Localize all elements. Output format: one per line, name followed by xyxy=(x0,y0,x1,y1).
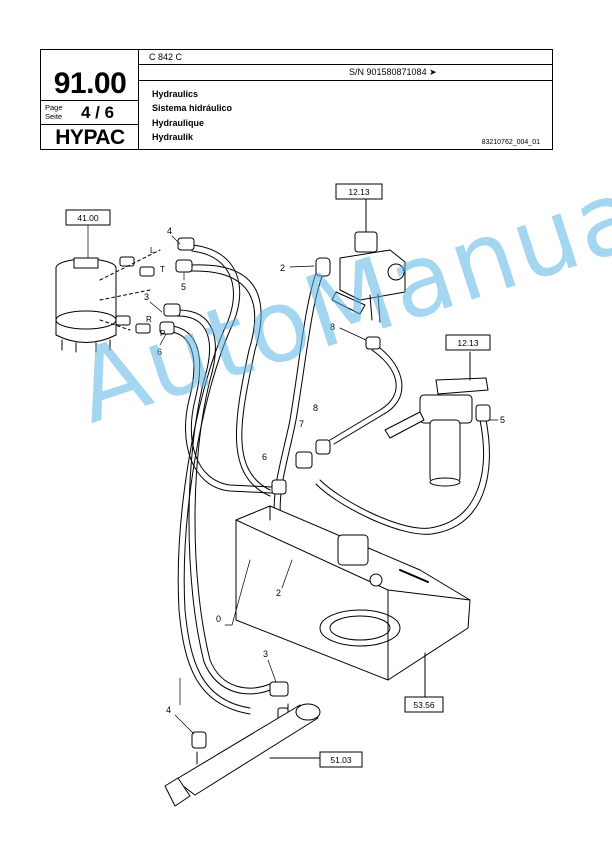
title-fr: Hydraulique xyxy=(152,117,205,128)
callout-4-top: 4 xyxy=(167,226,172,236)
port-label-t: T xyxy=(160,265,165,274)
hoses xyxy=(171,244,490,715)
section-titles: Hydraulics Sistema hidráulico Hydrauliqu… xyxy=(152,87,232,144)
section-number: 91.00 xyxy=(53,67,127,100)
serial-row: S/N 901580871084 ➤ xyxy=(139,65,552,81)
title-es: Sistema hidráulico xyxy=(152,103,233,114)
ref-steering-text: 41.00 xyxy=(77,213,99,223)
ref-cylinder-text: 51.03 xyxy=(330,755,352,765)
callout-7: 7 xyxy=(299,419,304,429)
title-en: Hydraulics xyxy=(152,89,199,99)
ref-tank-text: 53.56 xyxy=(413,700,435,710)
hydraulic-tank xyxy=(235,505,471,701)
section-panel: 91.00 Page Seite 4 / 6 HYPAC xyxy=(41,50,139,149)
page-indicator: Page Seite 4 / 6 xyxy=(41,100,139,125)
page-number: 4 / 6 xyxy=(81,103,115,122)
callout-6-top: 6 xyxy=(157,347,162,357)
control-valve xyxy=(331,197,406,323)
ref-box-tank: 53.56 xyxy=(404,696,444,713)
steering-unit xyxy=(55,249,161,353)
callout-8-a: 8 xyxy=(330,322,335,332)
ref-box-cylinder: 51.03 xyxy=(319,751,363,768)
callout-4-b: 4 xyxy=(166,705,171,715)
reference-boxes: 41.00 12.13 12.13 53.56 51.03 xyxy=(65,183,491,768)
callout-3-top: 3 xyxy=(144,292,149,302)
callout-8-b: 8 xyxy=(313,403,318,413)
ref-control-valve-text: 12.13 xyxy=(348,187,370,197)
steering-cylinder xyxy=(164,703,321,807)
page-label-en: Page xyxy=(45,103,63,112)
callout-2-top: 2 xyxy=(280,263,285,273)
port-labels: L T R P xyxy=(146,246,165,338)
serial-number: S/N 901580871084 ➤ xyxy=(349,67,437,77)
port-label-l: L xyxy=(150,246,155,255)
fittings xyxy=(115,237,491,749)
ref-box-steering: 41.00 xyxy=(65,209,111,226)
callout-2-b: 2 xyxy=(276,588,281,598)
title-de: Hydraulik xyxy=(152,131,194,142)
model-name: C 842 C xyxy=(149,52,183,62)
callout-5-top: 5 xyxy=(181,282,186,292)
callout-0: 0 xyxy=(216,614,221,624)
callout-5-b: 5 xyxy=(500,415,505,425)
drawing-number: 83210762_004_01 xyxy=(481,139,540,146)
port-label-r: R xyxy=(146,315,152,324)
brand-logo: HYPAC xyxy=(55,126,125,149)
leader-lines xyxy=(87,224,499,735)
callouts: 4 5 3 6 2 8 8 7 6 5 2 0 3 4 xyxy=(144,226,505,715)
port-label-p: P xyxy=(160,329,165,338)
model-row: C 842 C xyxy=(139,50,552,65)
callout-6-b: 6 xyxy=(262,452,267,462)
filter-assembly xyxy=(384,351,489,487)
ref-box-filter: 12.13 xyxy=(445,334,491,351)
callout-3-b: 3 xyxy=(263,649,268,659)
title-block: 91.00 Page Seite 4 / 6 HYPAC C 842 C S/N… xyxy=(40,49,553,150)
ref-filter-text: 12.13 xyxy=(457,338,479,348)
page-label-de: Seite xyxy=(45,112,63,121)
ref-box-control-valve: 12.13 xyxy=(335,183,383,200)
